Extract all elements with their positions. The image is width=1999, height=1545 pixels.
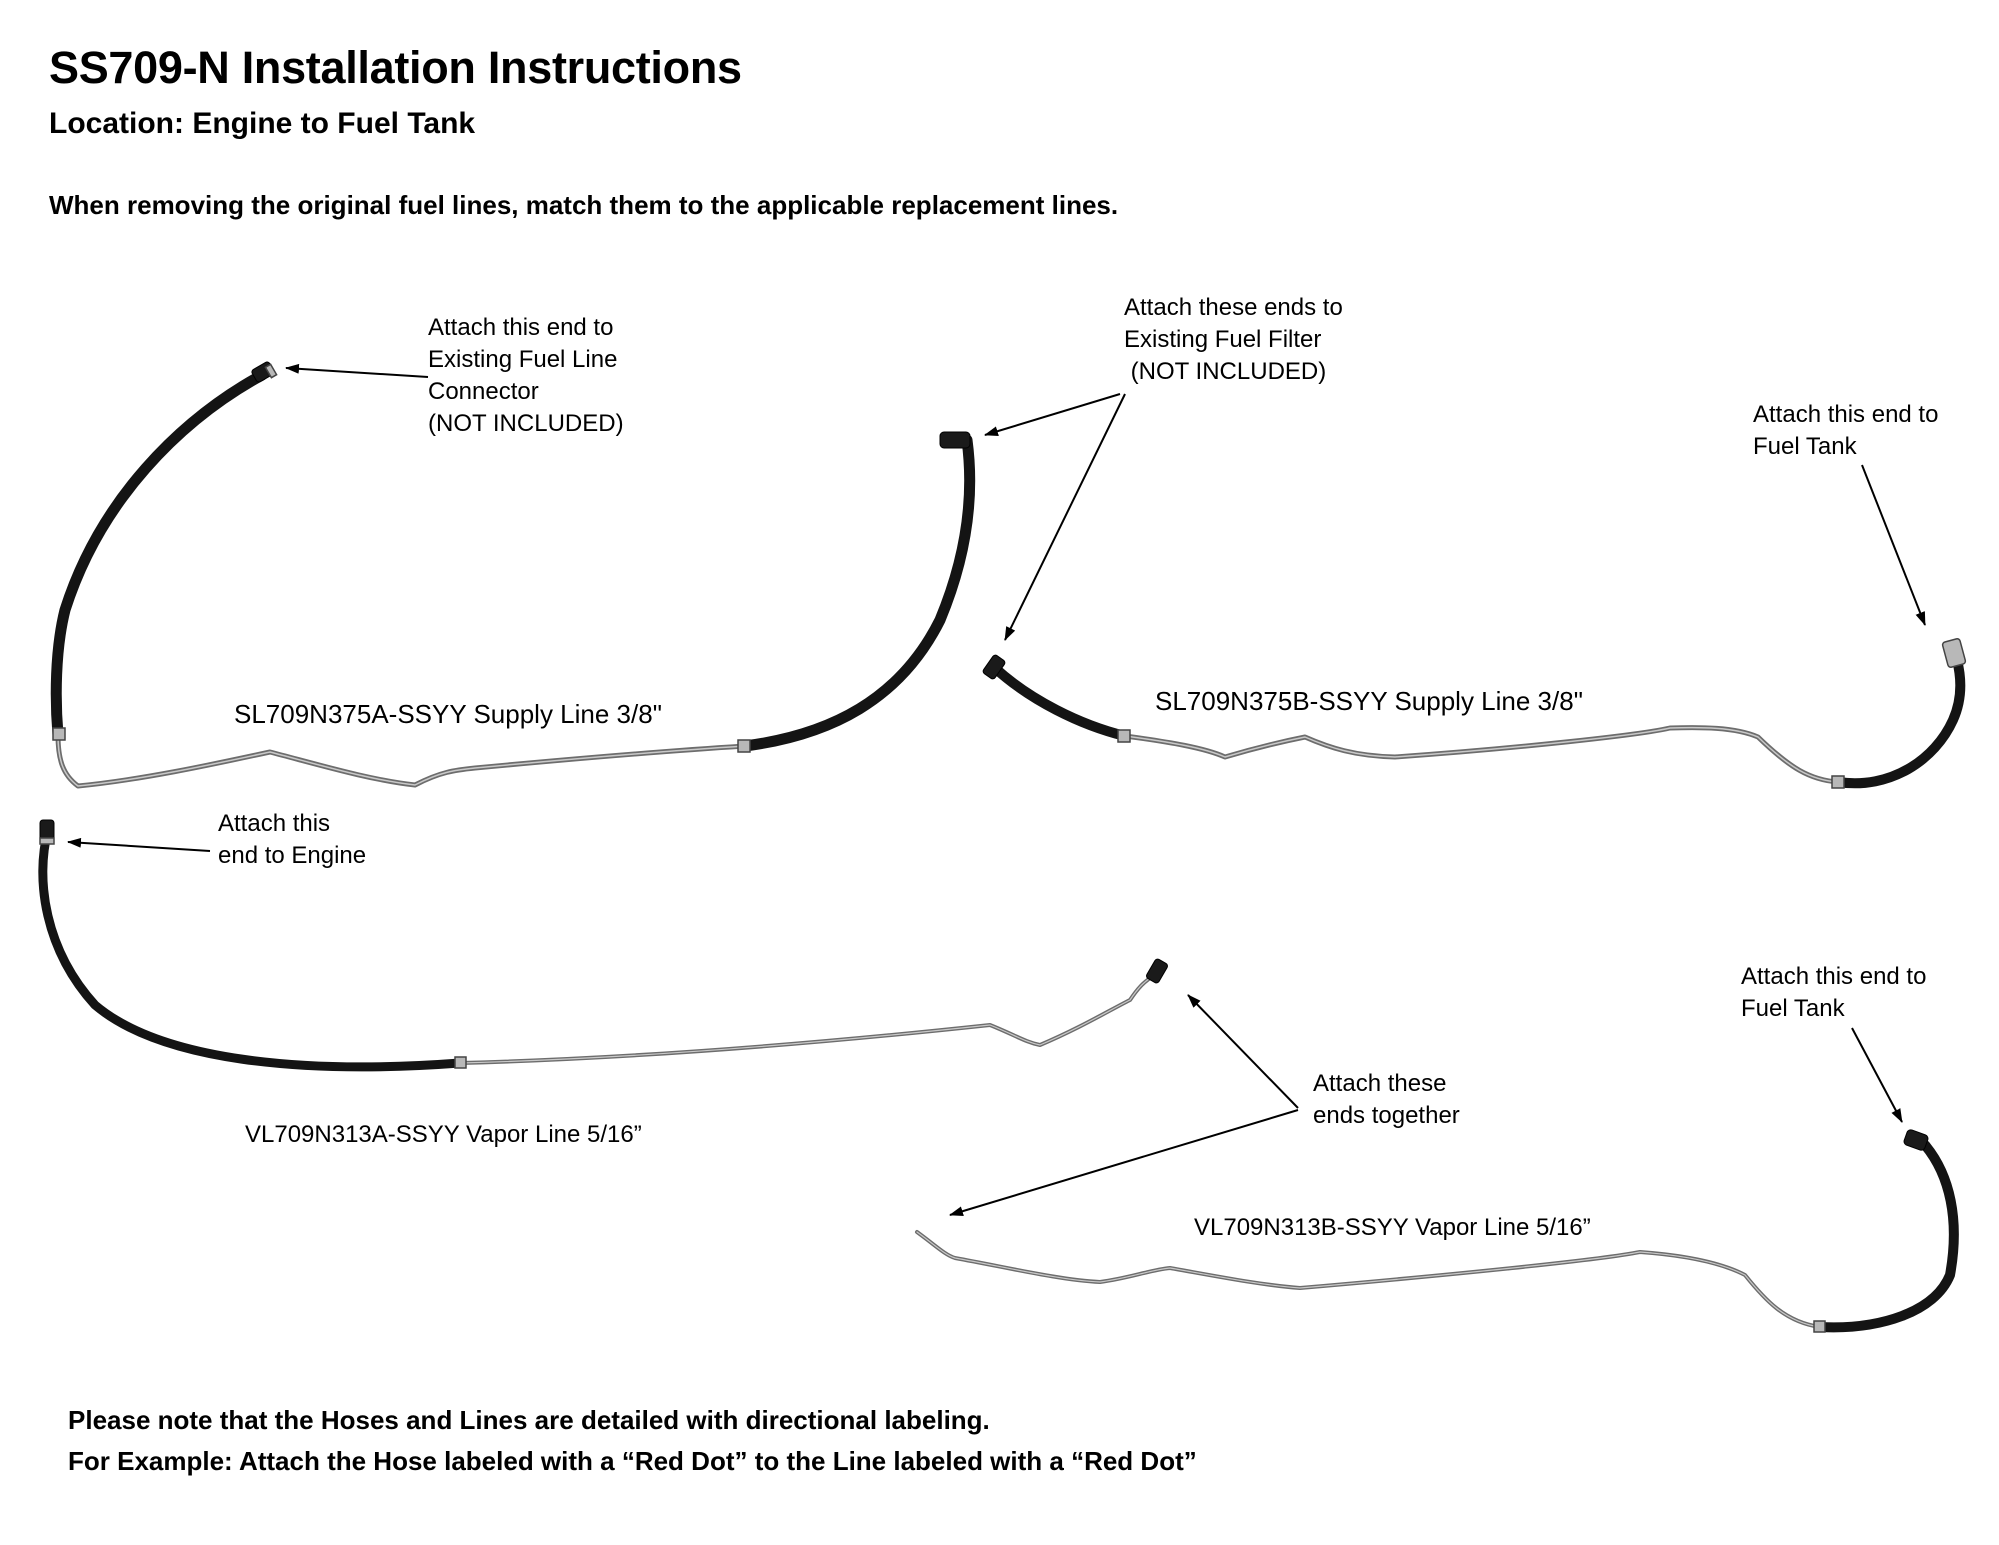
- callout-fuel-tank-vapor: Attach this end to Fuel Tank: [1741, 963, 1927, 1022]
- note-directional-labeling: Please note that the Hoses and Lines are…: [68, 1405, 990, 1435]
- part-label-vapor-a: VL709N313A-SSYY Vapor Line 5/16”: [245, 1121, 642, 1148]
- callout-fuel-filter: Attach these ends to Existing Fuel Filte…: [1124, 294, 1343, 385]
- vapor-line-b: [915, 1129, 1959, 1333]
- arrow-connector: [285, 363, 429, 378]
- fitting-icon: [1941, 638, 1967, 668]
- ferrule: [454, 1056, 467, 1069]
- ferrule: [1813, 1320, 1826, 1333]
- arrow-tank-vapor: [1851, 1027, 1903, 1123]
- callout-ends-together: Attach these ends together: [1313, 1070, 1460, 1129]
- callout-engine: Attach this end to Engine: [218, 810, 367, 869]
- vapor-line-a: [38, 819, 1168, 1072]
- note-red-dot-example: For Example: Attach the Hose labeled wit…: [68, 1446, 1197, 1476]
- ferrule: [737, 739, 751, 753]
- part-label-supply-a: SL709N375A-SSYY Supply Line 3/8": [234, 699, 662, 729]
- fitting-icon: [39, 819, 55, 845]
- ferrule: [1831, 775, 1845, 789]
- arrow-together-a: [1187, 994, 1299, 1109]
- arrow-tank-supply: [1861, 464, 1926, 626]
- arrow-filter-a: [984, 393, 1121, 437]
- fitting-icon: [251, 361, 278, 383]
- page-title: SS709-N Installation Instructions: [49, 42, 742, 93]
- fitting-icon: [939, 431, 971, 449]
- supply-line-b: [982, 638, 1967, 789]
- fitting-icon: [1903, 1129, 1929, 1151]
- callout-connector: Attach this end to Existing Fuel Line Co…: [428, 314, 624, 437]
- part-label-supply-b: SL709N375B-SSYY Supply Line 3/8": [1155, 686, 1583, 716]
- callout-arrows: [67, 363, 1926, 1217]
- fitting-icon: [982, 654, 1006, 680]
- callout-fuel-tank-supply: Attach this end to Fuel Tank: [1753, 401, 1939, 460]
- ferrule: [1117, 729, 1131, 743]
- arrow-filter-b: [1004, 393, 1126, 641]
- intro-instruction: When removing the original fuel lines, m…: [49, 190, 1119, 220]
- fitting-icon: [1146, 958, 1168, 984]
- arrow-engine: [67, 837, 211, 852]
- arrow-together-b: [949, 1109, 1299, 1217]
- supply-line-a: [50, 361, 976, 789]
- part-label-vapor-b: VL709N313B-SSYY Vapor Line 5/16”: [1194, 1214, 1591, 1241]
- location-subtitle: Location: Engine to Fuel Tank: [49, 107, 476, 140]
- ferrule: [52, 727, 66, 741]
